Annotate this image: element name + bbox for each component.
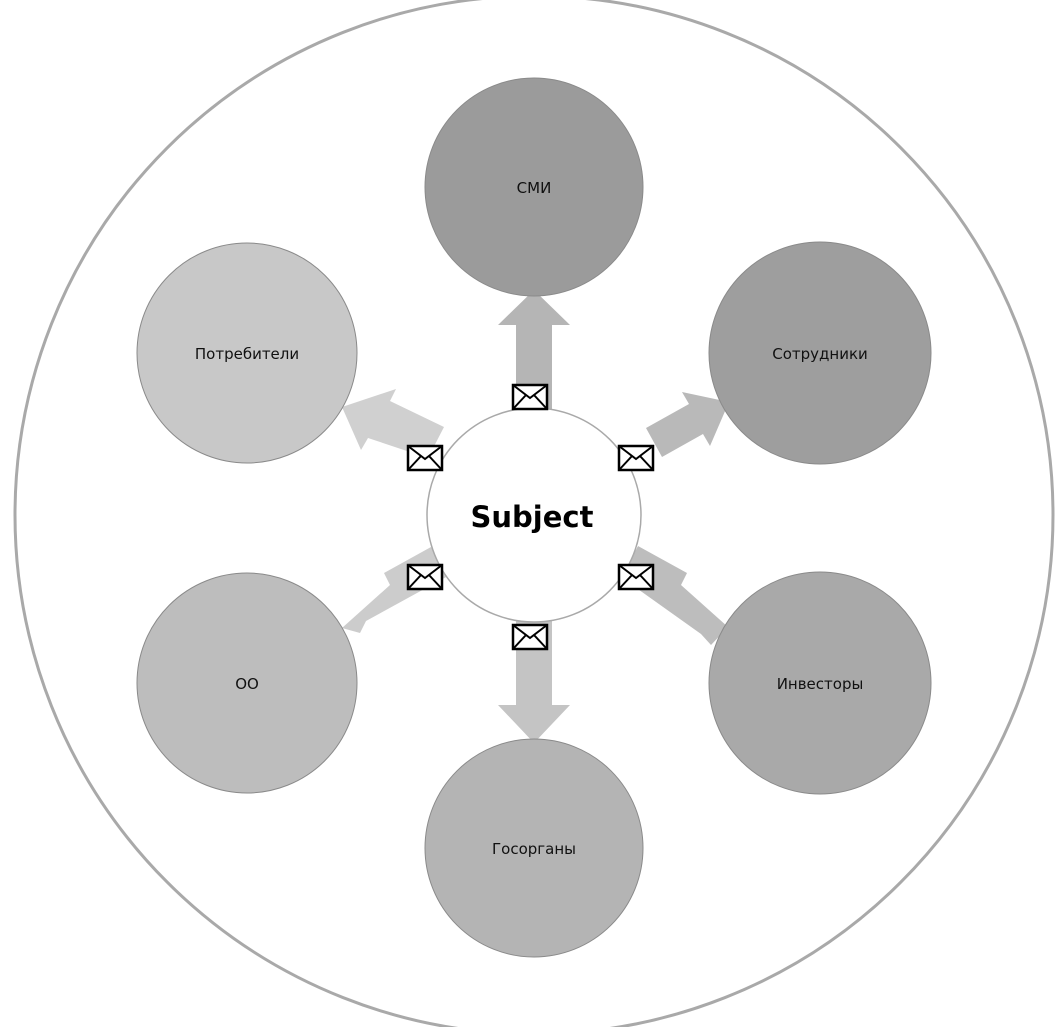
envelope-icon [511, 383, 549, 411]
node-investors: Инвесторы [708, 571, 932, 795]
center-label: Subject [471, 500, 594, 534]
envelope-icon [511, 623, 549, 651]
envelope-icon [617, 563, 655, 591]
envelope-icon [406, 563, 444, 591]
envelope-icon [406, 444, 444, 472]
node-label-investors: Инвесторы [777, 675, 864, 693]
envelope-icon [617, 444, 655, 472]
arrow-consumers [342, 389, 444, 458]
arrow-employees [646, 392, 729, 457]
node-label-oo: ОО [235, 675, 259, 693]
node-label-gov: Госорганы [492, 840, 576, 858]
node-label-employees: Сотрудники [772, 345, 868, 363]
node-gov: Госорганы [424, 738, 644, 958]
node-label-smi: СМИ [517, 179, 552, 197]
node-label-consumers: Потребители [195, 345, 299, 363]
node-consumers: Потребители [136, 242, 358, 464]
node-oo: ОО [136, 572, 358, 794]
node-employees: Сотрудники [708, 241, 932, 465]
center-subject: Subject [426, 407, 642, 623]
node-smi: СМИ [424, 77, 644, 297]
